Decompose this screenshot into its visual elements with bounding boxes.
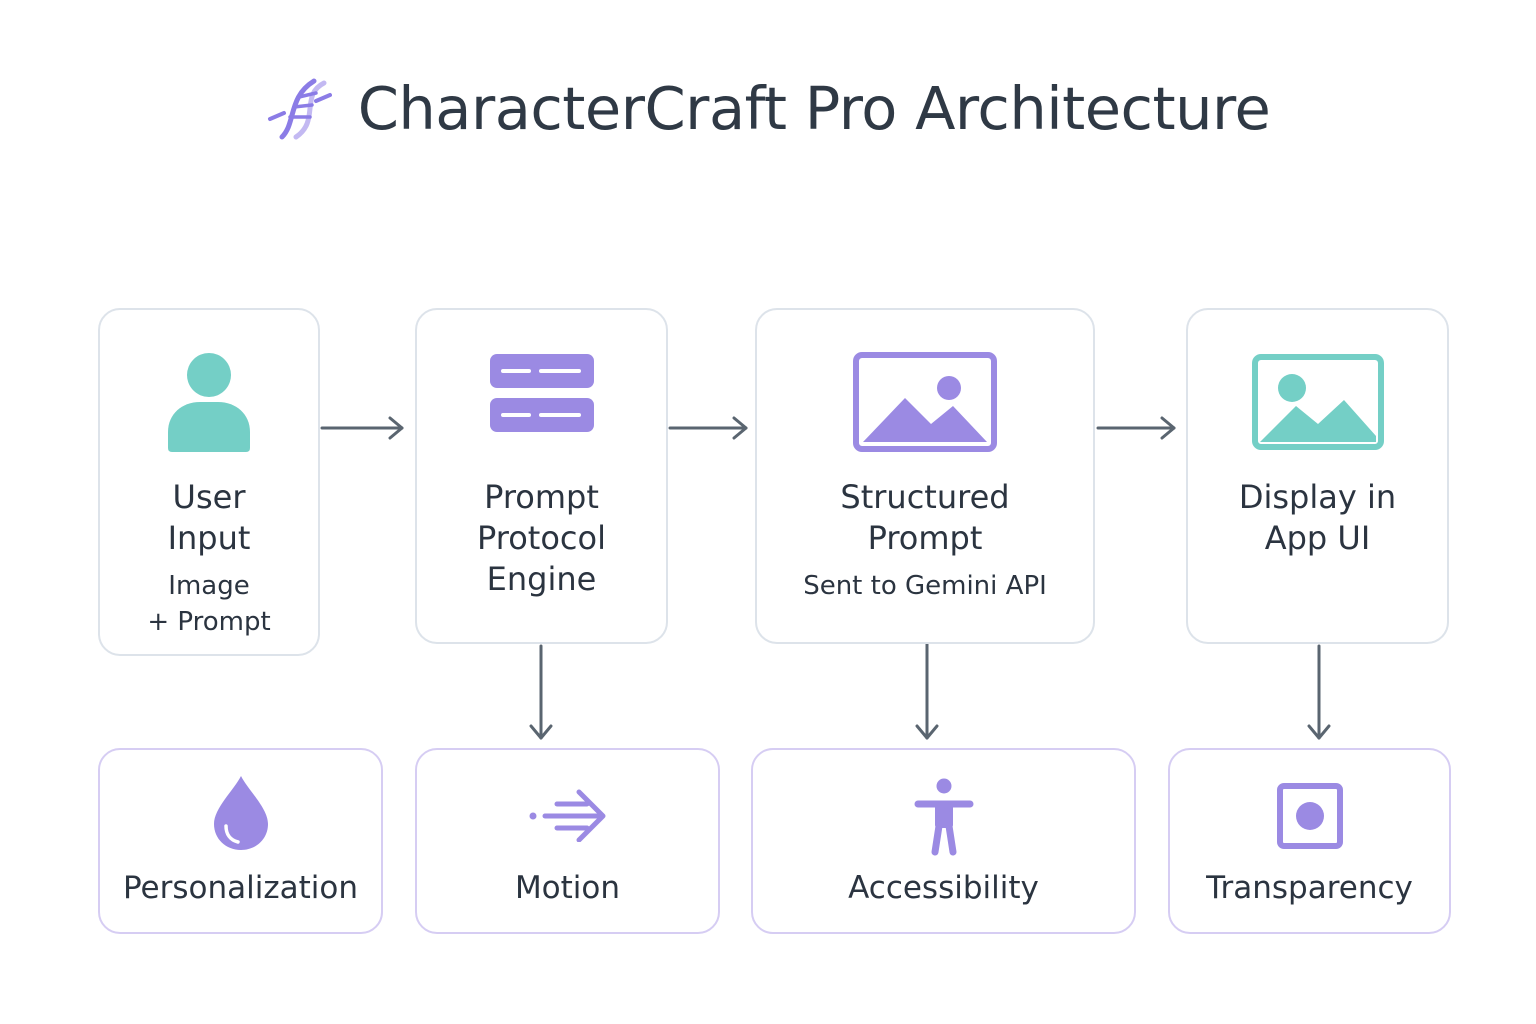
flow-box-display: Display in App UI (1186, 308, 1449, 644)
feature-label: Motion (514, 870, 621, 906)
droplet-icon (213, 776, 268, 850)
flow-box-structured-prompt: Structured Prompt Sent to Gemini API (755, 308, 1095, 644)
feature-label: Personalization (122, 870, 359, 906)
accessibility-icon (914, 778, 973, 856)
feature-box-accessibility: Accessibility (751, 748, 1136, 934)
user-icon (168, 353, 250, 452)
flow-label: Prompt Protocol Engine (477, 478, 606, 598)
image-icon (853, 352, 997, 452)
flow-box-user-input: User Input Image + Prompt (98, 308, 320, 656)
arrow-prompt-to-accessibility (915, 642, 939, 740)
flow-label: User Input (167, 478, 251, 557)
stack-icon (489, 354, 594, 432)
feature-box-transparency: Transparency (1168, 748, 1451, 934)
arrow-input-to-engine (320, 416, 404, 440)
feature-label: Accessibility (848, 870, 1039, 906)
flow-label: Structured Prompt (840, 478, 1010, 557)
arrow-display-to-transparency (1307, 644, 1331, 740)
flow-label: Display in App UI (1238, 478, 1397, 557)
flow-sublabel: Image + Prompt (147, 571, 271, 637)
feature-label: Transparency (1206, 870, 1413, 906)
flow-sublabel: Sent to Gemini API (803, 571, 1047, 601)
feature-box-motion: Motion (415, 748, 720, 934)
image-icon (1251, 354, 1384, 450)
arrow-engine-to-motion (529, 644, 553, 740)
arrow-prompt-to-display (1096, 416, 1176, 440)
title-row: CharacterCraft Pro Architecture (0, 60, 1536, 156)
page-title: CharacterCraft Pro Architecture (357, 73, 1271, 143)
flow-box-prompt-engine: Prompt Protocol Engine (415, 308, 668, 644)
square-circle-icon (1276, 783, 1343, 849)
arrow-engine-to-prompt (668, 416, 748, 440)
motion-arrow-icon (529, 789, 605, 842)
dna-icon (267, 78, 332, 140)
feature-box-personalization: Personalization (98, 748, 383, 934)
